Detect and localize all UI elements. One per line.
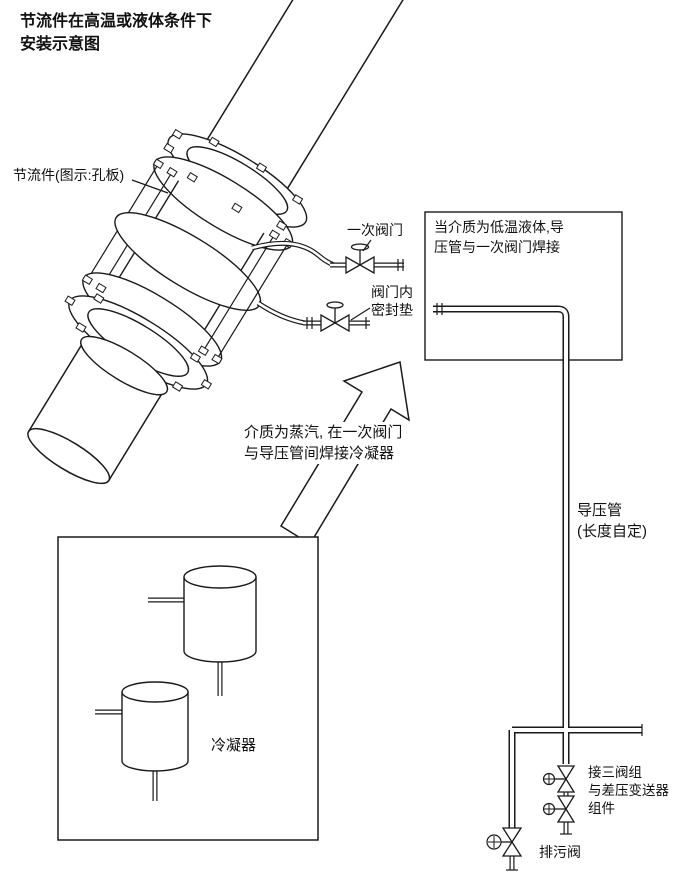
valve-seal-line-1: 阀门内 — [371, 284, 413, 300]
note-line-1: 当介质为低温液体,导 — [434, 219, 564, 235]
pressure-pipe-line-2: (长度自定) — [577, 523, 647, 540]
pressure-pipe — [433, 303, 643, 828]
seal-valve-icon — [303, 301, 370, 333]
drain-valve-icon — [486, 827, 523, 871]
primary-valve-label: 一次阀门 — [347, 222, 403, 238]
flange-bolts-front — [64, 293, 213, 392]
note-box-frame — [424, 211, 623, 361]
three-valve-line-3: 组件 — [588, 801, 615, 816]
leader-lines — [131, 179, 372, 321]
condenser-pot-1 — [148, 565, 257, 696]
steam-note-line-1: 介质为蒸汽, 在一次阀门 — [244, 424, 403, 441]
three-valve-group-icon — [542, 765, 576, 835]
three-valve-label: 接三阀组 与差压变送器 组件 — [588, 764, 669, 818]
valve-seal-line-2: 密封垫 — [371, 302, 413, 318]
three-valve-line-1: 接三阀组 — [588, 765, 642, 780]
title-line-2: 安装示意图 — [20, 36, 101, 53]
diagram-title: 节流件在高温或液体条件下 安装示意图 — [20, 10, 212, 56]
throttle-device-label: 节流件(图示:孔板) — [13, 167, 125, 183]
condenser-label: 冷凝器 — [211, 737, 257, 754]
title-line-1: 节流件在高温或液体条件下 — [20, 13, 213, 30]
pressure-pipe-line-1: 导压管 — [577, 502, 623, 519]
note-box-text: 当介质为低温液体,导 压管与一次阀门焊接 — [434, 217, 564, 257]
three-valve-line-2: 与差压变送器 — [588, 783, 669, 798]
steam-note-line-2: 与导压管间焊接冷凝器 — [244, 445, 395, 462]
orifice-flange-assembly — [64, 128, 308, 396]
steam-note-label: 介质为蒸汽, 在一次阀门 与导压管间焊接冷凝器 — [242, 422, 405, 464]
drain-valve-label: 排污阀 — [539, 844, 581, 860]
process-pipe — [27, 0, 404, 485]
note-line-2: 压管与一次阀门焊接 — [434, 239, 560, 255]
primary-valve-icon — [330, 243, 404, 275]
valve-seal-label: 阀门内 密封垫 — [371, 283, 413, 319]
condenser-pot-2 — [95, 681, 189, 801]
condenser-box — [57, 536, 319, 841]
flange-bolts-back — [163, 128, 304, 231]
pressure-pipe-label: 导压管 (长度自定) — [577, 500, 647, 542]
tap-tubes — [251, 240, 335, 326]
